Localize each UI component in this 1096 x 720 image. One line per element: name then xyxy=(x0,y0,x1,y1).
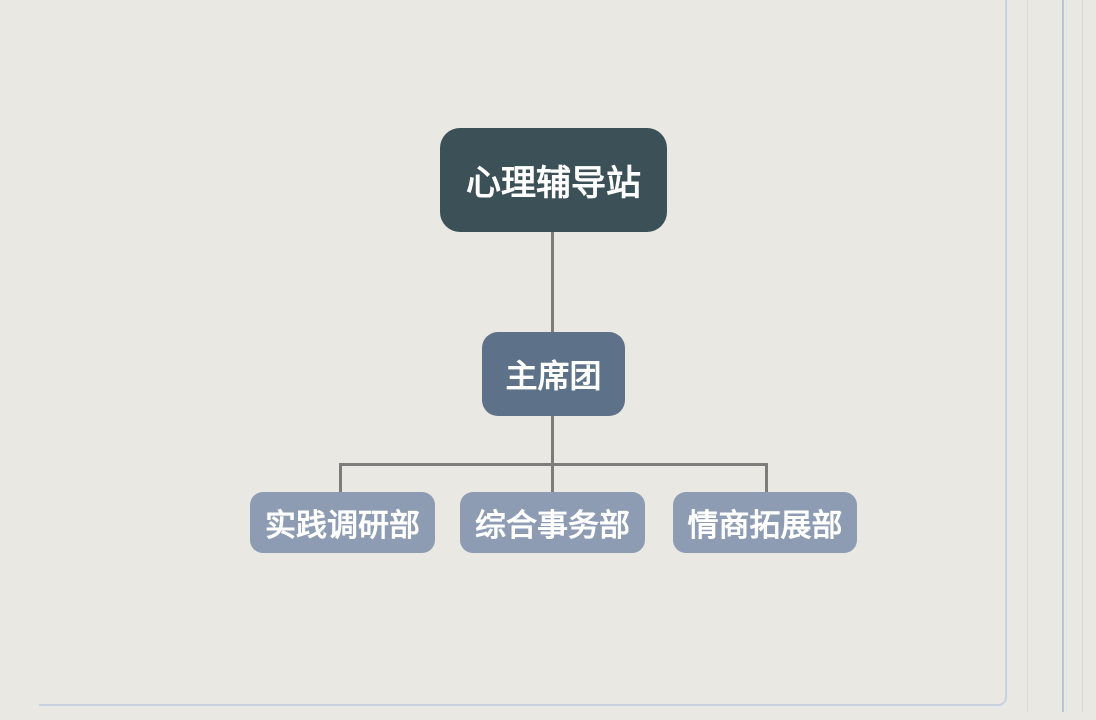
decor-vertical-line-1 xyxy=(1027,0,1028,712)
org-node-root[interactable]: 心理辅导站 xyxy=(440,128,667,232)
org-node-dept-general-affairs[interactable]: 综合事务部 xyxy=(460,492,645,553)
connector-drop-right xyxy=(765,463,768,493)
decor-vertical-line-2 xyxy=(1062,0,1064,712)
org-node-dept-practice-research[interactable]: 实践调研部 xyxy=(250,492,435,553)
connector-drop-center xyxy=(551,463,554,493)
org-node-dept-label: 实践调研部 xyxy=(265,508,420,544)
org-node-dept-label: 情商拓展部 xyxy=(687,508,843,544)
org-node-dept-eq-development[interactable]: 情商拓展部 xyxy=(673,492,857,553)
org-node-dept-label: 综合事务部 xyxy=(475,508,630,544)
connector-middle-stem xyxy=(551,416,554,463)
connector-drop-left xyxy=(339,463,342,493)
org-node-presidium[interactable]: 主席团 xyxy=(482,332,625,416)
slide-frame-border xyxy=(39,0,1007,706)
decor-vertical-line-3 xyxy=(1066,0,1067,712)
decor-vertical-line-4 xyxy=(1082,0,1083,712)
connector-root-to-middle xyxy=(551,232,554,332)
org-node-presidium-label: 主席团 xyxy=(505,357,602,395)
org-node-root-label: 心理辅导站 xyxy=(465,162,641,204)
